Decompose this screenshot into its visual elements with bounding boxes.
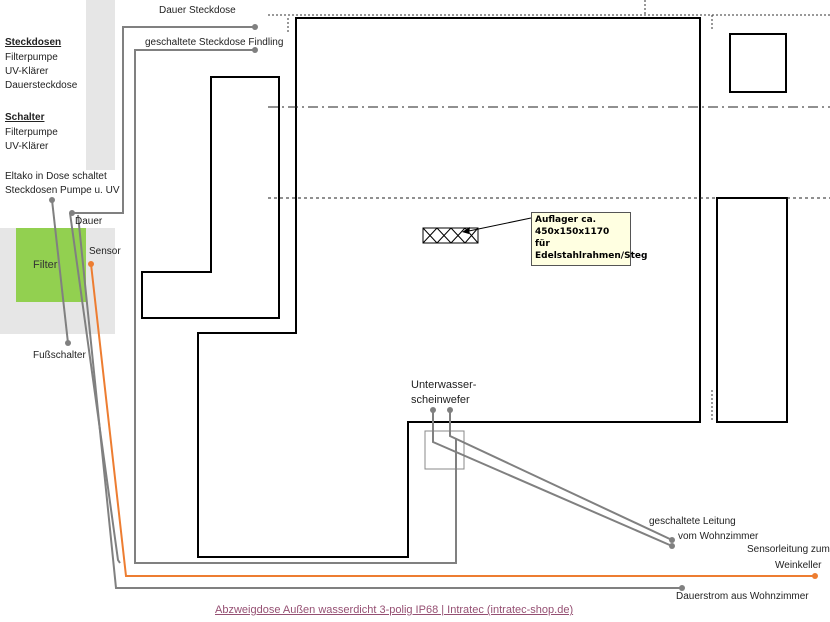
label-eltako-1: Eltako in Dose schaltet (5, 171, 107, 182)
text-panel-ext (86, 170, 115, 228)
header-steckdosen: Steckdosen (5, 37, 62, 48)
wire-light-b (449, 411, 673, 541)
light-junction-box (424, 430, 465, 470)
dot-findling (252, 47, 258, 53)
dot-eltako (49, 197, 55, 203)
wire-dauer-steckdose (72, 26, 255, 214)
label-geschaltete-findling: geschaltete Steckdose Findling (145, 37, 284, 48)
label-sensorleitung-1: Sensorleitung zum (747, 544, 830, 555)
label-leitung-1: geschaltete Leitung (649, 516, 736, 527)
steckdosen-item-3: Dauersteckdose (5, 80, 78, 91)
wire-fussschalter (51, 199, 69, 344)
note-arrow (463, 217, 532, 233)
footer-link[interactable]: Abzweigdose Außen wasserdicht 3-polig IP… (215, 604, 574, 616)
label-dauer-steckdose: Dauer Steckdose (159, 5, 236, 16)
label-sensorleitung-2: Weinkeller (775, 560, 822, 571)
wire-main-return (69, 212, 121, 564)
wire-dauerstrom (77, 214, 682, 589)
header-schalter: Schalter (5, 112, 45, 123)
dot-dauerstrom (679, 585, 685, 591)
label-dauerstrom: Dauerstrom aus Wohnzimmer (676, 591, 809, 602)
label-eltako-2: Steckdosen Pumpe u. UV (5, 185, 120, 196)
pond-outline (197, 17, 701, 558)
label-dauer: Dauer (75, 216, 103, 227)
dot-dauer (69, 210, 75, 216)
wire-findling (134, 49, 457, 564)
support-hatch (422, 227, 479, 244)
label-leitung-2: vom Wohnzimmer (678, 531, 759, 542)
filter-label: Filter (33, 259, 58, 271)
dot-sensorleitung (812, 573, 818, 579)
note-arrowhead (462, 227, 470, 234)
steckdosen-item-1: Filterpumpe (5, 52, 58, 63)
text-panel (0, 0, 86, 228)
schalter-item-2: UV-Klärer (5, 141, 49, 152)
wire-sensor (90, 263, 815, 577)
label-sensor: Sensor (89, 246, 121, 257)
schalter-item-1: Filterpumpe (5, 127, 58, 138)
right-box-tall (716, 197, 788, 423)
dot-fussschalter (65, 340, 71, 346)
auflager-note: Auflager ca. 450x150x1170 für Edelstahlr… (531, 212, 647, 266)
steckdosen-item-2: UV-Klärer (5, 66, 49, 77)
grey-band-lower (86, 228, 115, 334)
planter-outline (141, 76, 280, 319)
dot-leitung-a (669, 537, 675, 543)
wire-light-a (432, 411, 673, 547)
label-fussschalter: Fußschalter (33, 350, 86, 361)
dot-dauer-steckdose (252, 24, 258, 30)
grey-band-bottom (0, 302, 86, 334)
dot-sensor (88, 261, 94, 267)
label-unterwasser-1: Unterwasser- (411, 379, 477, 391)
dot-light-b (447, 407, 453, 413)
dot-light-a (430, 407, 436, 413)
dot-leitung-b (669, 543, 675, 549)
label-unterwasser-2: scheinwefer (411, 394, 470, 406)
right-box-small (729, 33, 787, 93)
support-block (422, 227, 479, 244)
